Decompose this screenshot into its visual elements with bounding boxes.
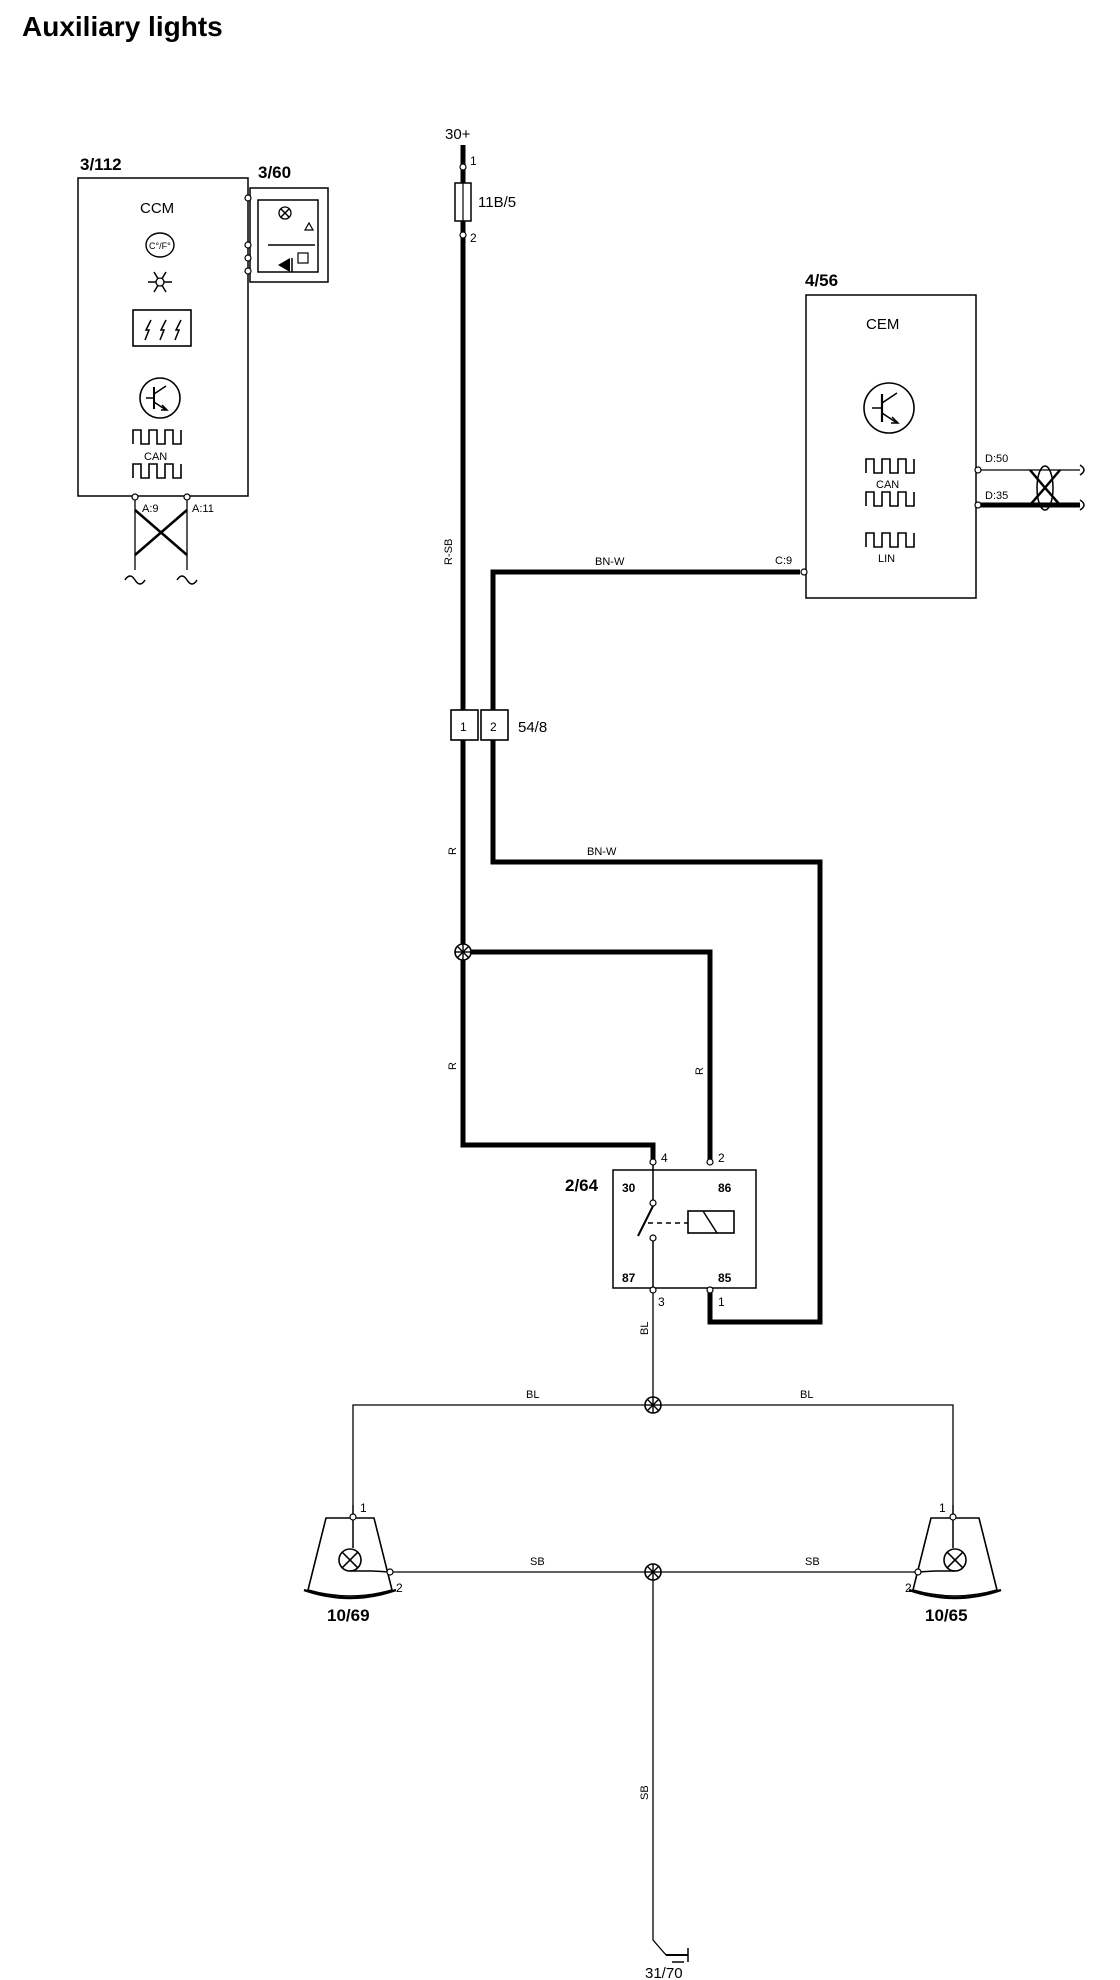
cem-pin-d35: D:35 [985, 490, 1008, 502]
temp-label: C°/F° [149, 241, 171, 251]
wire-label-bl-right: BL [800, 1389, 813, 1401]
ccm-ref: 3/112 [80, 155, 122, 174]
splice-node-bl [644, 1396, 662, 1414]
power-supply: 30+ 1 [445, 126, 477, 171]
fuse-pin-bottom: 2 [470, 231, 477, 245]
lamp-right-pin1: 1 [939, 1501, 946, 1515]
cem-can-label: CAN [876, 479, 899, 491]
ccm-name: CCM [140, 200, 174, 217]
ccm-pin-a11: A:11 [192, 503, 214, 515]
relay-pin-4: 4 [661, 1151, 668, 1165]
relay-ref: 2/64 [565, 1176, 599, 1195]
wire-label-bl-vertical: BL [639, 1322, 651, 1335]
fuse-ref: 11B/5 [478, 194, 516, 211]
ccm-module: 3/112 CCM C°/F° CAN [77, 155, 249, 515]
connector-pin2: 2 [490, 720, 497, 734]
cem-transistor-icon [863, 382, 915, 434]
temperature-icon [145, 232, 175, 258]
wire-label-bn-w-mid: BN-W [587, 846, 617, 858]
cem-lin-label: LIN [878, 553, 895, 565]
thick-wires [460, 145, 1080, 1325]
lamp-right-1065: 1 2 10/65 [905, 1501, 1003, 1625]
power-label: 30+ [445, 126, 471, 143]
lamp-right-ref: 10/65 [925, 1606, 968, 1625]
relay-264: 2/64 4 2 3 1 30 86 87 85 [565, 1151, 757, 1309]
cem-pin-c9: C:9 [775, 555, 792, 567]
lamp-right-pin2: 2 [905, 1581, 912, 1595]
cem-module: 4/56 CEM CAN LIN D:50 D:35 C:9 [775, 271, 1008, 599]
relay-term-85: 85 [718, 1271, 732, 1285]
panel-ref: 3/60 [258, 163, 291, 182]
fuse-pin-top: 1 [470, 154, 477, 168]
splice-node-sb [644, 1563, 662, 1581]
wire-label-sb-vertical: SB [639, 1785, 651, 1800]
wire-label-sb-right: SB [805, 1556, 820, 1568]
wire-label-r-upper: R [447, 847, 459, 855]
splice-node-upper [454, 943, 472, 961]
page-title: Auxiliary lights [22, 11, 223, 42]
heater-icon [132, 309, 192, 347]
lamp-left-1069: 1 2 10/69 [302, 1501, 403, 1625]
cem-pin-d50: D:50 [985, 453, 1008, 465]
wire-label-r-left: R [447, 1062, 459, 1070]
thin-wires [134, 469, 1080, 1956]
wire-label-bn-w-top: BN-W [595, 556, 625, 568]
ccm-twisted-pair [124, 509, 198, 585]
wire-labels: R-SB BN-W BN-W R R R BL BL BL SB SB SB [443, 539, 820, 1800]
wire-label-r-right: R [694, 1067, 706, 1075]
ground-3170: 31/70 [645, 1948, 689, 1980]
fuse-11b5: 11B/5 2 [454, 182, 516, 245]
lamp-left-ref: 10/69 [327, 1606, 370, 1625]
snowflake-icon [148, 271, 172, 293]
cem-twisted-pair [1029, 464, 1085, 511]
relay-term-30: 30 [622, 1181, 636, 1195]
wire-label-bl-left: BL [526, 1389, 539, 1401]
transistor-icon [139, 377, 181, 419]
relay-term-86: 86 [718, 1181, 732, 1195]
connector-548: 1 2 54/8 [450, 709, 547, 741]
connector-ref: 54/8 [518, 719, 547, 736]
connector-pin1: 1 [460, 720, 467, 734]
relay-term-87: 87 [622, 1271, 636, 1285]
relay-pin-3: 3 [658, 1295, 665, 1309]
wire-label-r-sb: R-SB [443, 539, 455, 565]
cem-ref: 4/56 [805, 271, 838, 290]
ccm-pin-a9: A:9 [142, 503, 159, 515]
relay-pin-1: 1 [718, 1295, 725, 1309]
ground-ref: 31/70 [645, 1965, 683, 1980]
control-panel-360: 3/60 [244, 163, 329, 283]
lamp-left-pin1: 1 [360, 1501, 367, 1515]
lamp-left-pin2: 2 [396, 1581, 403, 1595]
cem-name: CEM [866, 316, 899, 333]
wire-label-sb-left: SB [530, 1556, 545, 1568]
relay-pin-2: 2 [718, 1151, 725, 1165]
ccm-can-label: CAN [144, 451, 167, 463]
